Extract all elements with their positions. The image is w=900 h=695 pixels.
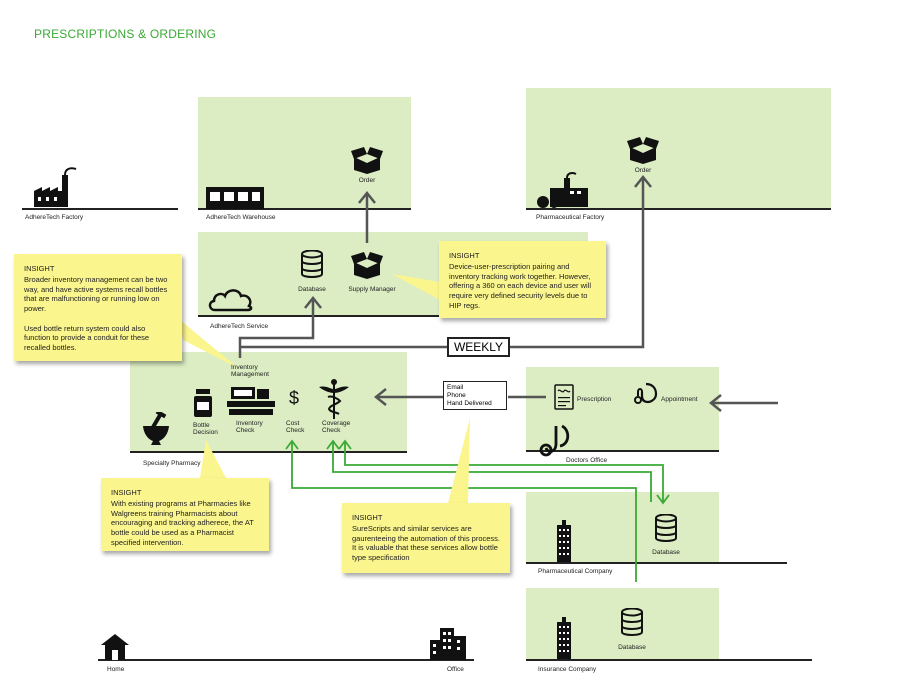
- weekly-box: WEEKLY: [447, 337, 510, 357]
- pharmaceutical-factory-icon: [537, 172, 588, 208]
- insurance-ground: [526, 659, 812, 661]
- factory-icon: [34, 167, 77, 207]
- appointment-label: Appointment: [661, 396, 698, 403]
- database-icon: [301, 250, 323, 278]
- pharmacy-ground: [130, 451, 407, 453]
- pharmaceutical-company-label: Pharmaceutical Company: [538, 568, 613, 575]
- cost-check-label: Cost Check: [286, 420, 305, 435]
- specialty-pharmacy-label: Specialty Pharmacy: [143, 460, 201, 467]
- cash-register-icon: [227, 387, 275, 415]
- caduceus-icon: [319, 379, 349, 419]
- supply-box-icon: [351, 252, 383, 279]
- warehouse-ground: [198, 208, 411, 210]
- service-database-label: Database: [298, 286, 326, 293]
- database-icon: [655, 514, 677, 542]
- adheretech-warehouse-label: AdhereTech Warehouse: [206, 214, 276, 221]
- insurance-database-label: Database: [618, 644, 646, 651]
- insight-note: INSIGHT Broader inventory management can…: [14, 254, 182, 361]
- insurance-company-label: Insurance Company: [538, 666, 597, 673]
- home-label: Home: [107, 666, 125, 673]
- stethoscope-icon: [539, 424, 570, 457]
- pharma-factory-ground: [526, 208, 831, 210]
- supply-manager-label: Supply Manager: [348, 286, 396, 293]
- mortar-pestle-icon: [143, 412, 169, 445]
- pharma-database-label: Database: [652, 549, 680, 556]
- channel-phone: Phone: [447, 391, 466, 399]
- order-box-icon: [351, 147, 383, 174]
- skyscraper-icon: [557, 617, 571, 659]
- insight-text: Broader inventory management can be two …: [24, 274, 168, 352]
- channels-box: Email Phone Hand Delivered: [443, 381, 507, 410]
- home-ground: [98, 659, 474, 661]
- channel-email: Email: [447, 384, 464, 391]
- adheretech-service-label: AdhereTech Service: [210, 323, 269, 330]
- skyscraper-icon: [557, 520, 571, 562]
- prescription-label: Prescription: [577, 396, 612, 403]
- pill-bottle-icon: [194, 389, 212, 417]
- prescription-icon: [554, 384, 574, 410]
- pharmaceutical-factory-label: Pharmaceutical Factory: [536, 214, 605, 221]
- factory-order-label: Order: [634, 167, 652, 174]
- insight-heading: INSIGHT: [111, 488, 142, 497]
- home-icon: [101, 634, 129, 660]
- warehouse-icon: [206, 187, 264, 209]
- insight-heading: INSIGHT: [352, 513, 383, 522]
- factory-ground: [22, 208, 178, 210]
- bottle-decision-label: Bottle Decision: [193, 422, 218, 437]
- page-title: PRESCRIPTIONS & ORDERING: [34, 27, 217, 41]
- office-buildings-icon: [430, 628, 466, 660]
- stethoscope-icon: [634, 382, 658, 404]
- inventory-management-label: Inventory Management: [231, 364, 269, 379]
- dollar-icon: $: [289, 388, 300, 408]
- adheretech-factory-label: AdhereTech Factory: [25, 214, 84, 221]
- insight-heading: INSIGHT: [24, 264, 55, 273]
- insight-note: INSIGHT SureScripts and similar services…: [342, 503, 510, 573]
- pharma-company-ground: [526, 562, 787, 564]
- insight-text: SureScripts and similar services are gau…: [352, 523, 501, 562]
- service-ground: [198, 315, 453, 317]
- insight-text: Device-user-prescription pairing and inv…: [449, 261, 592, 310]
- warehouse-order-label: Order: [358, 177, 376, 184]
- insight-note: INSIGHT With existing programs at Pharma…: [101, 478, 269, 551]
- doctors-ground: [526, 450, 719, 452]
- inventory-check-label: Inventory Check: [236, 420, 263, 435]
- database-icon: [621, 608, 643, 636]
- insight-text: With existing programs at Pharmacies lik…: [111, 498, 254, 547]
- office-label: Office: [447, 666, 464, 673]
- channel-hand-delivered: Hand Delivered: [447, 399, 492, 407]
- coverage-check-label: Coverage Check: [322, 420, 351, 435]
- order-box-icon: [627, 137, 659, 164]
- insight-note: INSIGHT Device-user-prescription pairing…: [439, 241, 606, 318]
- doctors-office-label: Doctors Office: [566, 457, 608, 464]
- insight-heading: INSIGHT: [449, 251, 480, 260]
- cloud-icon: [208, 289, 253, 312]
